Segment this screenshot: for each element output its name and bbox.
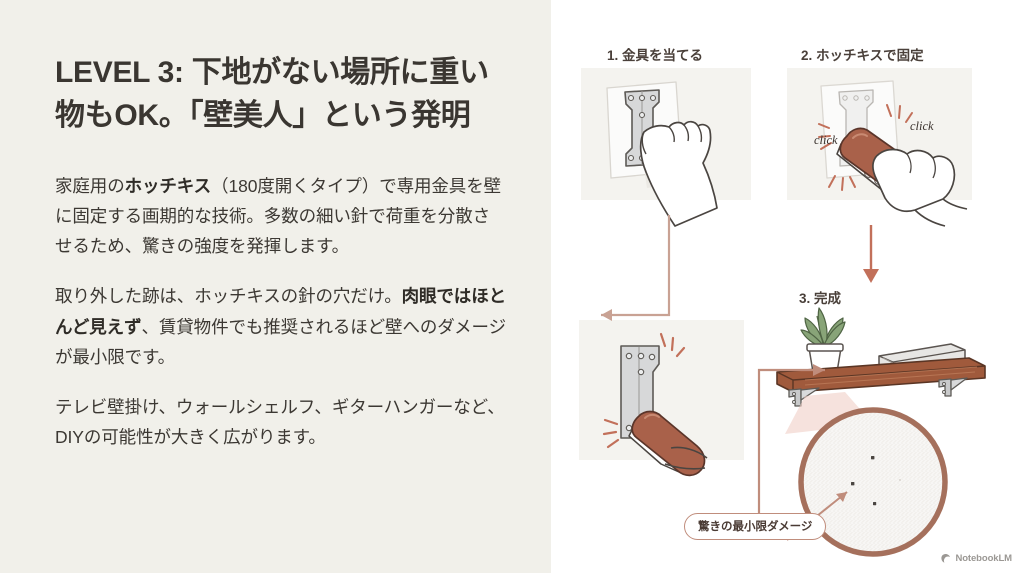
right-diagram-panel: 1. 金具を当てる 2. ホッチキスで固定 3. 完成 bbox=[551, 0, 1024, 573]
sound-effect-click-left: click bbox=[814, 133, 838, 147]
plant-icon bbox=[800, 307, 846, 373]
body-paragraph-3: テレビ壁掛け、ウォールシェルフ、ギターハンガーなど、DIYの可能性が大きく広がり… bbox=[55, 392, 507, 452]
body-paragraph-2: 取り外した跡は、ホッチキスの針の穴だけ。肉眼ではほとんど見えず、賃貸物件でも推奨… bbox=[55, 281, 507, 371]
paragraph-1-run-1: 家庭用の bbox=[55, 176, 125, 197]
step-3-illustration-shelf-icon bbox=[776, 307, 986, 407]
paragraph-1-run-3: （180度開くタイプ）で専用金具を壁に固定する画期的な技術。多数の細い針で荷重を… bbox=[55, 176, 501, 257]
step-2-illustration-stapling-icon bbox=[787, 68, 972, 227]
paragraph-2-run-1: 取り外した跡は、ホッチキスの針の穴だけ。 bbox=[55, 286, 402, 307]
paragraph-2-run-2-bold: 肉眼ではほとんど見えず bbox=[55, 286, 507, 337]
flow-arrow-step1-to-step3 bbox=[601, 215, 671, 321]
left-text-panel: LEVEL 3: 下地がない場所に重い物もOK。「壁美人」という発明 家庭用のホ… bbox=[0, 0, 551, 573]
body-paragraph-1: 家庭用のホッチキス（180度開くタイプ）で専用金具を壁に固定する画期的な技術。多… bbox=[55, 171, 507, 261]
step-1-illustration-hand-holding-bracket-icon bbox=[581, 68, 751, 227]
sound-effect-click-right: click bbox=[910, 119, 934, 133]
page-title: LEVEL 3: 下地がない場所に重い物もOK。「壁美人」という発明 bbox=[55, 56, 489, 132]
watermark-label: NotebookLM bbox=[955, 553, 1012, 564]
callout-minimal-damage: 驚きの最小限ダメージ bbox=[684, 513, 827, 540]
step-2-closeup-illustration-icon bbox=[579, 320, 744, 477]
magnifier-illustration-pinholes-icon bbox=[785, 392, 948, 557]
step-1-title: 1. 金具を当てる bbox=[607, 48, 704, 63]
step-2-title: 2. ホッチキスで固定 bbox=[801, 48, 924, 63]
paragraph-3-run-1: テレビ壁掛け、ウォールシェルフ、ギターハンガーなど、DIYの可能性が大きく広がり… bbox=[55, 396, 505, 447]
flow-arrow-step2-to-step3 bbox=[863, 225, 879, 283]
notebooklm-logo-icon bbox=[941, 554, 951, 563]
paragraph-1-run-2-bold: ホッチキス bbox=[124, 176, 212, 197]
flow-arrow-step2-to-step2b bbox=[757, 364, 825, 540]
notebooklm-watermark: NotebookLM bbox=[940, 553, 1012, 564]
step-3-title: 3. 完成 bbox=[799, 291, 842, 306]
paragraph-2-run-3: 、賃貸物件でも推奨されるほど壁へのダメージが最小限です。 bbox=[55, 316, 507, 367]
